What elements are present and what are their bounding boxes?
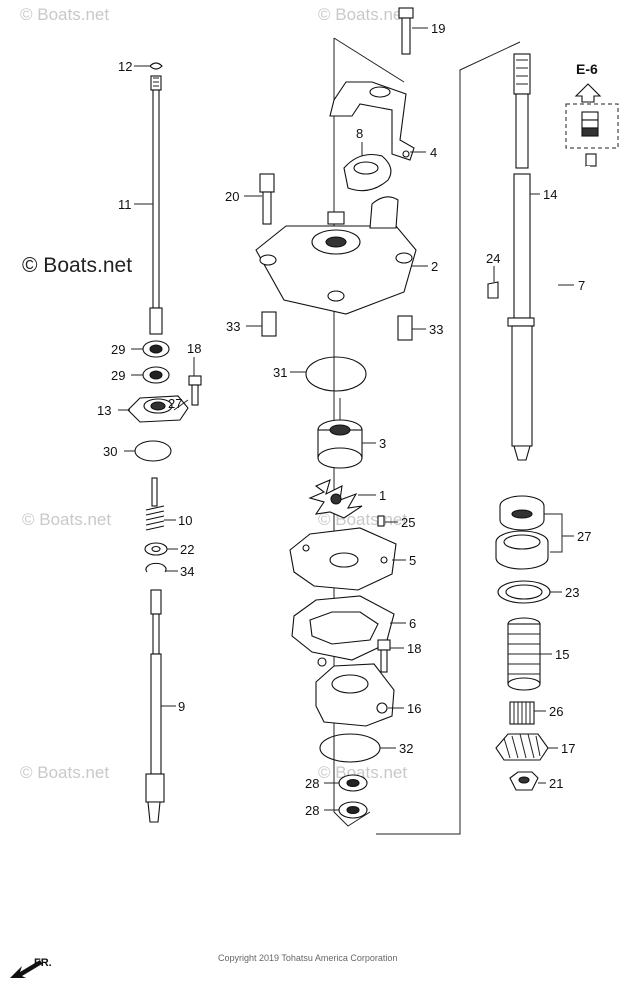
callout-18: 18 — [187, 341, 201, 356]
callout-7: 7 — [578, 278, 585, 293]
leader-lines-left — [118, 65, 195, 707]
part-1-impeller[interactable] — [308, 479, 363, 519]
part-30-o-ring[interactable] — [134, 440, 172, 462]
callout-1: 1 — [379, 488, 386, 503]
part-31-o-ring[interactable] — [305, 356, 367, 392]
part-13-shift-housing[interactable] — [127, 395, 189, 423]
callout-25: 25 — [401, 515, 415, 530]
watermark: © Boats.net — [20, 5, 109, 24]
callout-29: 29 — [111, 342, 125, 357]
part-18-bolt[interactable] — [188, 375, 202, 406]
callout-23: 23 — [565, 585, 579, 600]
callout-22: 22 — [180, 542, 194, 557]
part-7-water-tube[interactable] — [556, 153, 597, 420]
callout-18: 18 — [407, 641, 421, 656]
part-26-needle-bearing[interactable] — [509, 701, 535, 725]
part-6-plate[interactable] — [291, 595, 395, 661]
watermark-layer: © Boats.net © Boats.net © Boats.net © Bo… — [20, 5, 407, 782]
leader-lines-center — [244, 27, 428, 811]
part-16-lower-housing[interactable] — [315, 657, 395, 727]
part-28-bearing[interactable] — [338, 774, 368, 792]
callout-29: 29 — [111, 368, 125, 383]
callout-34: 34 — [180, 564, 194, 579]
part-5-gasket[interactable] — [289, 527, 397, 591]
drive-boundary — [376, 41, 521, 835]
part-4-bracket[interactable] — [329, 81, 415, 161]
watermark: © Boats.net — [318, 5, 407, 24]
watermark: © Boats.net — [22, 510, 111, 529]
callout-labels-center: 19 8 4 20 2 33 33 31 3 1 25 5 6 18 16 32… — [225, 21, 445, 818]
part-11-shift-rod[interactable] — [149, 75, 163, 335]
callout-27: 27 — [168, 396, 182, 411]
part-9-shift-rod[interactable] — [145, 589, 165, 823]
part-33-dowel[interactable] — [397, 315, 413, 341]
callout-19: 19 — [431, 21, 445, 36]
part-3-impeller-housing[interactable] — [317, 398, 363, 469]
part-23-ring[interactable] — [497, 580, 551, 604]
callout-14: 14 — [543, 187, 557, 202]
callout-17: 17 — [561, 741, 575, 756]
callout-9: 9 — [178, 699, 185, 714]
part-19-bolt[interactable] — [398, 7, 414, 55]
part-21-nut[interactable] — [509, 771, 539, 791]
part-2-pump-case[interactable] — [255, 196, 417, 315]
part-25-key[interactable] — [377, 515, 385, 527]
part-17-pinion-gear[interactable] — [495, 733, 549, 761]
callout-27: 27 — [577, 529, 591, 544]
callout-5: 5 — [409, 553, 416, 568]
callout-11: 11 — [118, 197, 132, 212]
part-8-grommet[interactable] — [343, 153, 392, 192]
callout-33: 33 — [429, 322, 443, 337]
callout-4: 4 — [430, 145, 437, 160]
direction-label: FR. — [34, 957, 52, 969]
part-10-spring[interactable] — [145, 477, 165, 531]
callout-12: 12 — [118, 59, 132, 74]
reference-label: E-6 — [576, 61, 598, 77]
part-29-bearing[interactable] — [142, 366, 170, 384]
callout-31: 31 — [273, 365, 287, 380]
callout-labels-right: 14 24 7 27 23 15 26 17 21 — [486, 187, 591, 791]
callout-32: 32 — [399, 741, 413, 756]
callout-24: 24 — [486, 251, 500, 266]
part-14-drive-shaft[interactable] — [507, 53, 535, 461]
part-18-bolt[interactable] — [377, 639, 391, 673]
callout-20: 20 — [225, 189, 239, 204]
part-27-bearing-set[interactable] — [495, 495, 549, 570]
callout-28: 28 — [305, 776, 319, 791]
callout-2: 2 — [431, 259, 438, 274]
part-22-washer[interactable] — [144, 542, 168, 556]
part-20-bolt[interactable] — [259, 173, 275, 225]
watermark: © Boats.net — [22, 254, 132, 277]
part-15-sleeve[interactable] — [507, 617, 541, 691]
callout-21: 21 — [549, 776, 563, 791]
callout-33: 33 — [226, 319, 240, 334]
part-12-clip[interactable] — [149, 62, 163, 70]
part-29-bearing[interactable] — [142, 340, 170, 358]
callout-26: 26 — [549, 704, 563, 719]
callout-3: 3 — [379, 436, 386, 451]
leader-lines-right — [493, 193, 574, 784]
callout-15: 15 — [555, 647, 569, 662]
copyright-text: Copyright 2019 Tohatsu America Corporati… — [218, 953, 397, 963]
part-34-e-clip[interactable] — [145, 562, 167, 573]
callout-28: 28 — [305, 803, 319, 818]
part-32-o-ring[interactable] — [319, 733, 381, 763]
part-28-bearing[interactable] — [338, 801, 368, 819]
direction-indicator: FR. — [10, 957, 52, 978]
callout-8: 8 — [356, 126, 363, 141]
part-24-pin[interactable] — [487, 281, 499, 299]
reference-e6[interactable]: E-6 — [565, 61, 619, 149]
callout-30: 30 — [103, 444, 117, 459]
callout-6: 6 — [409, 616, 416, 631]
part-33-dowel[interactable] — [261, 311, 277, 337]
callout-labels-left: 12 11 29 29 18 13 27 30 10 22 34 9 — [97, 59, 201, 714]
callout-10: 10 — [178, 513, 192, 528]
callout-16: 16 — [407, 701, 421, 716]
watermark: © Boats.net — [20, 763, 109, 782]
callout-13: 13 — [97, 403, 111, 418]
watermark: © Boats.net — [318, 763, 407, 782]
